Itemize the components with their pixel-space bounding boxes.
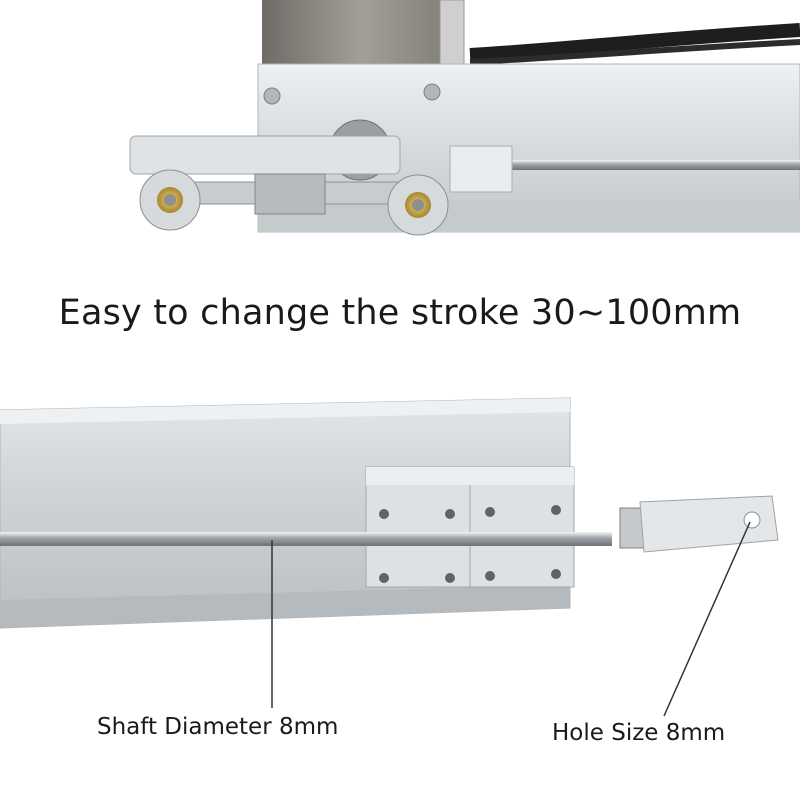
shaft	[0, 532, 612, 546]
slider-block-right	[469, 466, 575, 588]
slider-block-left	[365, 466, 473, 588]
headline: Easy to change the stroke 30~100mm	[58, 293, 742, 333]
shaft-diameter-label: Shaft Diameter 8mm	[97, 714, 339, 740]
screw-icon	[263, 87, 281, 105]
motor-body	[262, 0, 462, 70]
power-cable	[469, 23, 800, 62]
hole-callout-line	[663, 521, 751, 717]
screw-icon	[423, 83, 441, 101]
hole-size-label: Hole Size 8mm	[552, 720, 726, 746]
clevis-hole	[743, 511, 761, 529]
coupling-nut	[619, 507, 645, 549]
bottom-rail-assembly	[0, 397, 779, 629]
top-actuator-assembly	[129, 0, 800, 236]
top-guide-rod	[500, 160, 800, 170]
